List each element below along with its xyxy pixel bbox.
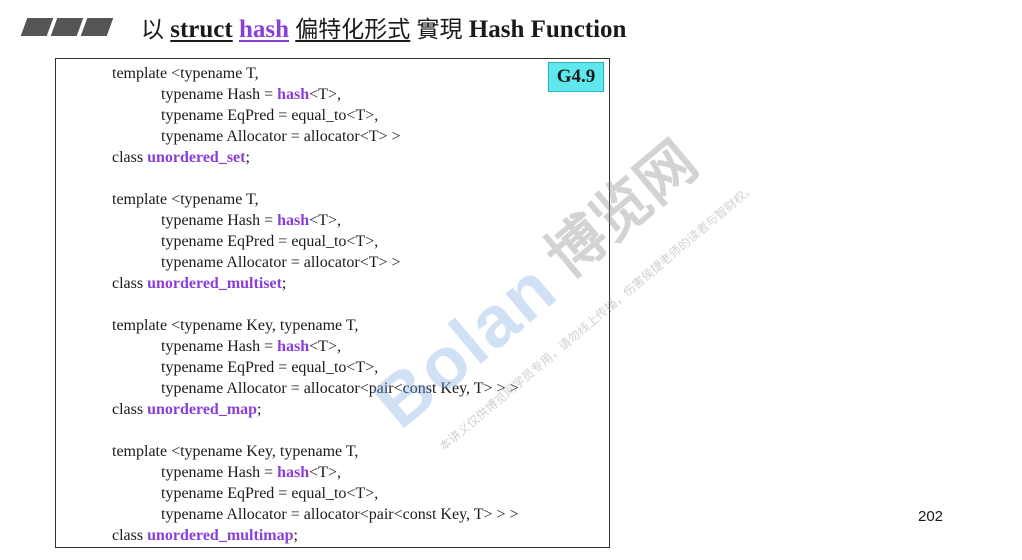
code-text: ; — [245, 149, 250, 166]
code-text: <T>, — [309, 338, 341, 355]
class-name: unordered_multiset — [147, 275, 282, 292]
hash-keyword: hash — [277, 212, 310, 229]
title-prefix: 以 — [141, 17, 164, 43]
blank-line — [112, 294, 519, 315]
code-line: typename Allocator = allocator<T> > — [161, 128, 401, 145]
code-line: template <typename Key, typename T, — [112, 317, 359, 334]
code-line: typename EqPred = equal_to<T>, — [161, 359, 379, 376]
title-struct: struct — [170, 16, 233, 43]
code-text: ; — [293, 527, 298, 544]
code-line: typename Allocator = allocator<pair<cons… — [161, 506, 519, 523]
title-partial-spec: 偏特化形式 — [295, 17, 411, 43]
code-text: <T>, — [309, 464, 341, 481]
code-text: typename Hash = — [161, 86, 278, 103]
class-name: unordered_map — [147, 401, 258, 418]
code-line: typename Hash = hash<T>, — [112, 210, 519, 231]
title-bar-3 — [80, 18, 114, 36]
blank-line — [112, 420, 519, 441]
code-listing: template <typename T, typename Hash = ha… — [112, 63, 519, 546]
code-text: class — [112, 149, 148, 166]
page-number: 202 — [918, 508, 944, 525]
code-line: typename Hash = hash<T>, — [112, 84, 519, 105]
code-line: template <typename T, — [112, 191, 259, 208]
code-text: class — [112, 275, 148, 292]
hash-keyword: hash — [277, 86, 310, 103]
code-line: template <typename T, — [112, 65, 259, 82]
code-line: typename EqPred = equal_to<T>, — [161, 485, 379, 502]
code-line: class unordered_set; — [112, 147, 519, 168]
code-box — [55, 58, 610, 548]
class-name: unordered_set — [147, 149, 246, 166]
blank-line — [112, 168, 519, 189]
code-text: typename Hash = — [161, 212, 278, 229]
code-text: typename Hash = — [161, 464, 278, 481]
code-line: typename Hash = hash<T>, — [112, 462, 519, 483]
title-bar-2 — [50, 18, 84, 36]
code-text: typename Hash = — [161, 338, 278, 355]
version-tag: G4.9 — [548, 62, 604, 92]
title-suffix: Hash Function — [468, 16, 627, 43]
code-text: ; — [281, 275, 287, 292]
code-line: template <typename Key, typename T, — [112, 443, 359, 460]
title-hash: hash — [238, 16, 290, 43]
code-text: <T>, — [309, 212, 341, 229]
code-text: class — [112, 527, 148, 544]
code-line: class unordered_map; — [112, 399, 519, 420]
code-line: typename Allocator = allocator<pair<cons… — [161, 380, 519, 397]
code-line: class unordered_multiset; — [112, 273, 519, 294]
class-name: unordered_multimap — [147, 527, 294, 544]
code-line: typename Hash = hash<T>, — [112, 336, 519, 357]
hash-keyword: hash — [277, 338, 310, 355]
code-text: class — [112, 401, 148, 418]
code-line: typename EqPred = equal_to<T>, — [161, 107, 379, 124]
hash-keyword: hash — [277, 464, 310, 481]
code-line: typename Allocator = allocator<T> > — [161, 254, 401, 271]
code-text: ; — [257, 401, 262, 418]
title-bars-decoration — [20, 18, 120, 38]
title-bar-1 — [20, 18, 54, 36]
code-line: typename EqPred = equal_to<T>, — [161, 233, 379, 250]
slide-title: 以 struct hash 偏特化形式 實現 Hash Function — [141, 14, 626, 46]
code-text: <T>, — [309, 86, 341, 103]
code-line: class unordered_multimap; — [112, 525, 519, 546]
title-impl: 實現 — [416, 17, 463, 43]
